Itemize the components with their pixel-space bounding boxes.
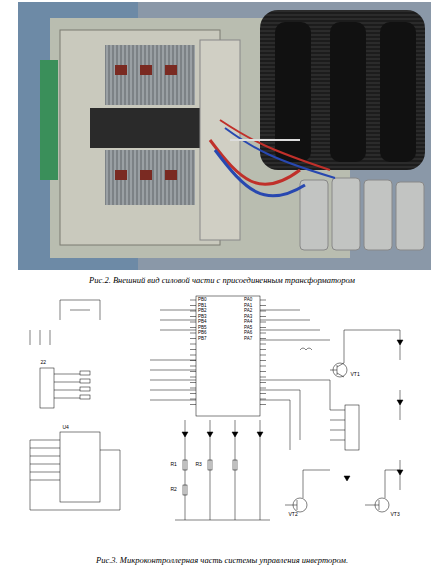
pin-name: PA7 <box>244 337 252 342</box>
schematic <box>30 296 403 520</box>
pin-name: PA2 <box>244 309 252 314</box>
part-label: U4 <box>62 425 69 430</box>
regulator-symbol <box>60 300 100 320</box>
pin-name: PA4 <box>244 320 252 325</box>
part-label: R1 <box>170 462 177 467</box>
inductor-symbol <box>300 348 312 350</box>
resistor-symbol <box>183 460 237 495</box>
resistor-symbol <box>80 371 90 399</box>
pin-name: PB7 <box>198 337 207 342</box>
pin-name: PA5 <box>244 326 252 331</box>
part-label: R2 <box>170 487 177 492</box>
pin-name: PB4 <box>198 320 207 325</box>
pin-name: PB3 <box>198 315 207 320</box>
pin-name: PA0 <box>244 298 252 303</box>
pin-name: PB0 <box>198 298 207 303</box>
pin-name: PA1 <box>244 304 252 309</box>
microcontroller-symbol <box>196 296 260 416</box>
figure-caption: Рис.2. Внешний вид силовой части с присо… <box>89 275 355 285</box>
led-symbol <box>344 340 403 481</box>
connector-symbol <box>345 405 359 450</box>
part-label: VT1 <box>350 372 360 377</box>
part-label: VT3 <box>390 512 400 517</box>
pin-name: PB2 <box>198 309 207 314</box>
connector-symbol <box>40 368 54 408</box>
photo <box>18 2 431 270</box>
part-label: R3 <box>195 462 202 467</box>
part-label: VT2 <box>288 512 298 517</box>
pin-name: PB6 <box>198 331 207 336</box>
diode-symbol <box>182 432 263 437</box>
pin-name: PB1 <box>198 304 207 309</box>
figure-caption: Рис.3. Микроконтроллерная часть системы … <box>96 555 348 565</box>
pin-name: PA6 <box>244 331 252 336</box>
pin-name: PB5 <box>198 326 207 331</box>
transistor-symbol <box>285 363 389 512</box>
part-label: 22 <box>40 360 47 365</box>
ic-symbol <box>60 432 100 502</box>
pin-name: PA3 <box>244 315 252 320</box>
